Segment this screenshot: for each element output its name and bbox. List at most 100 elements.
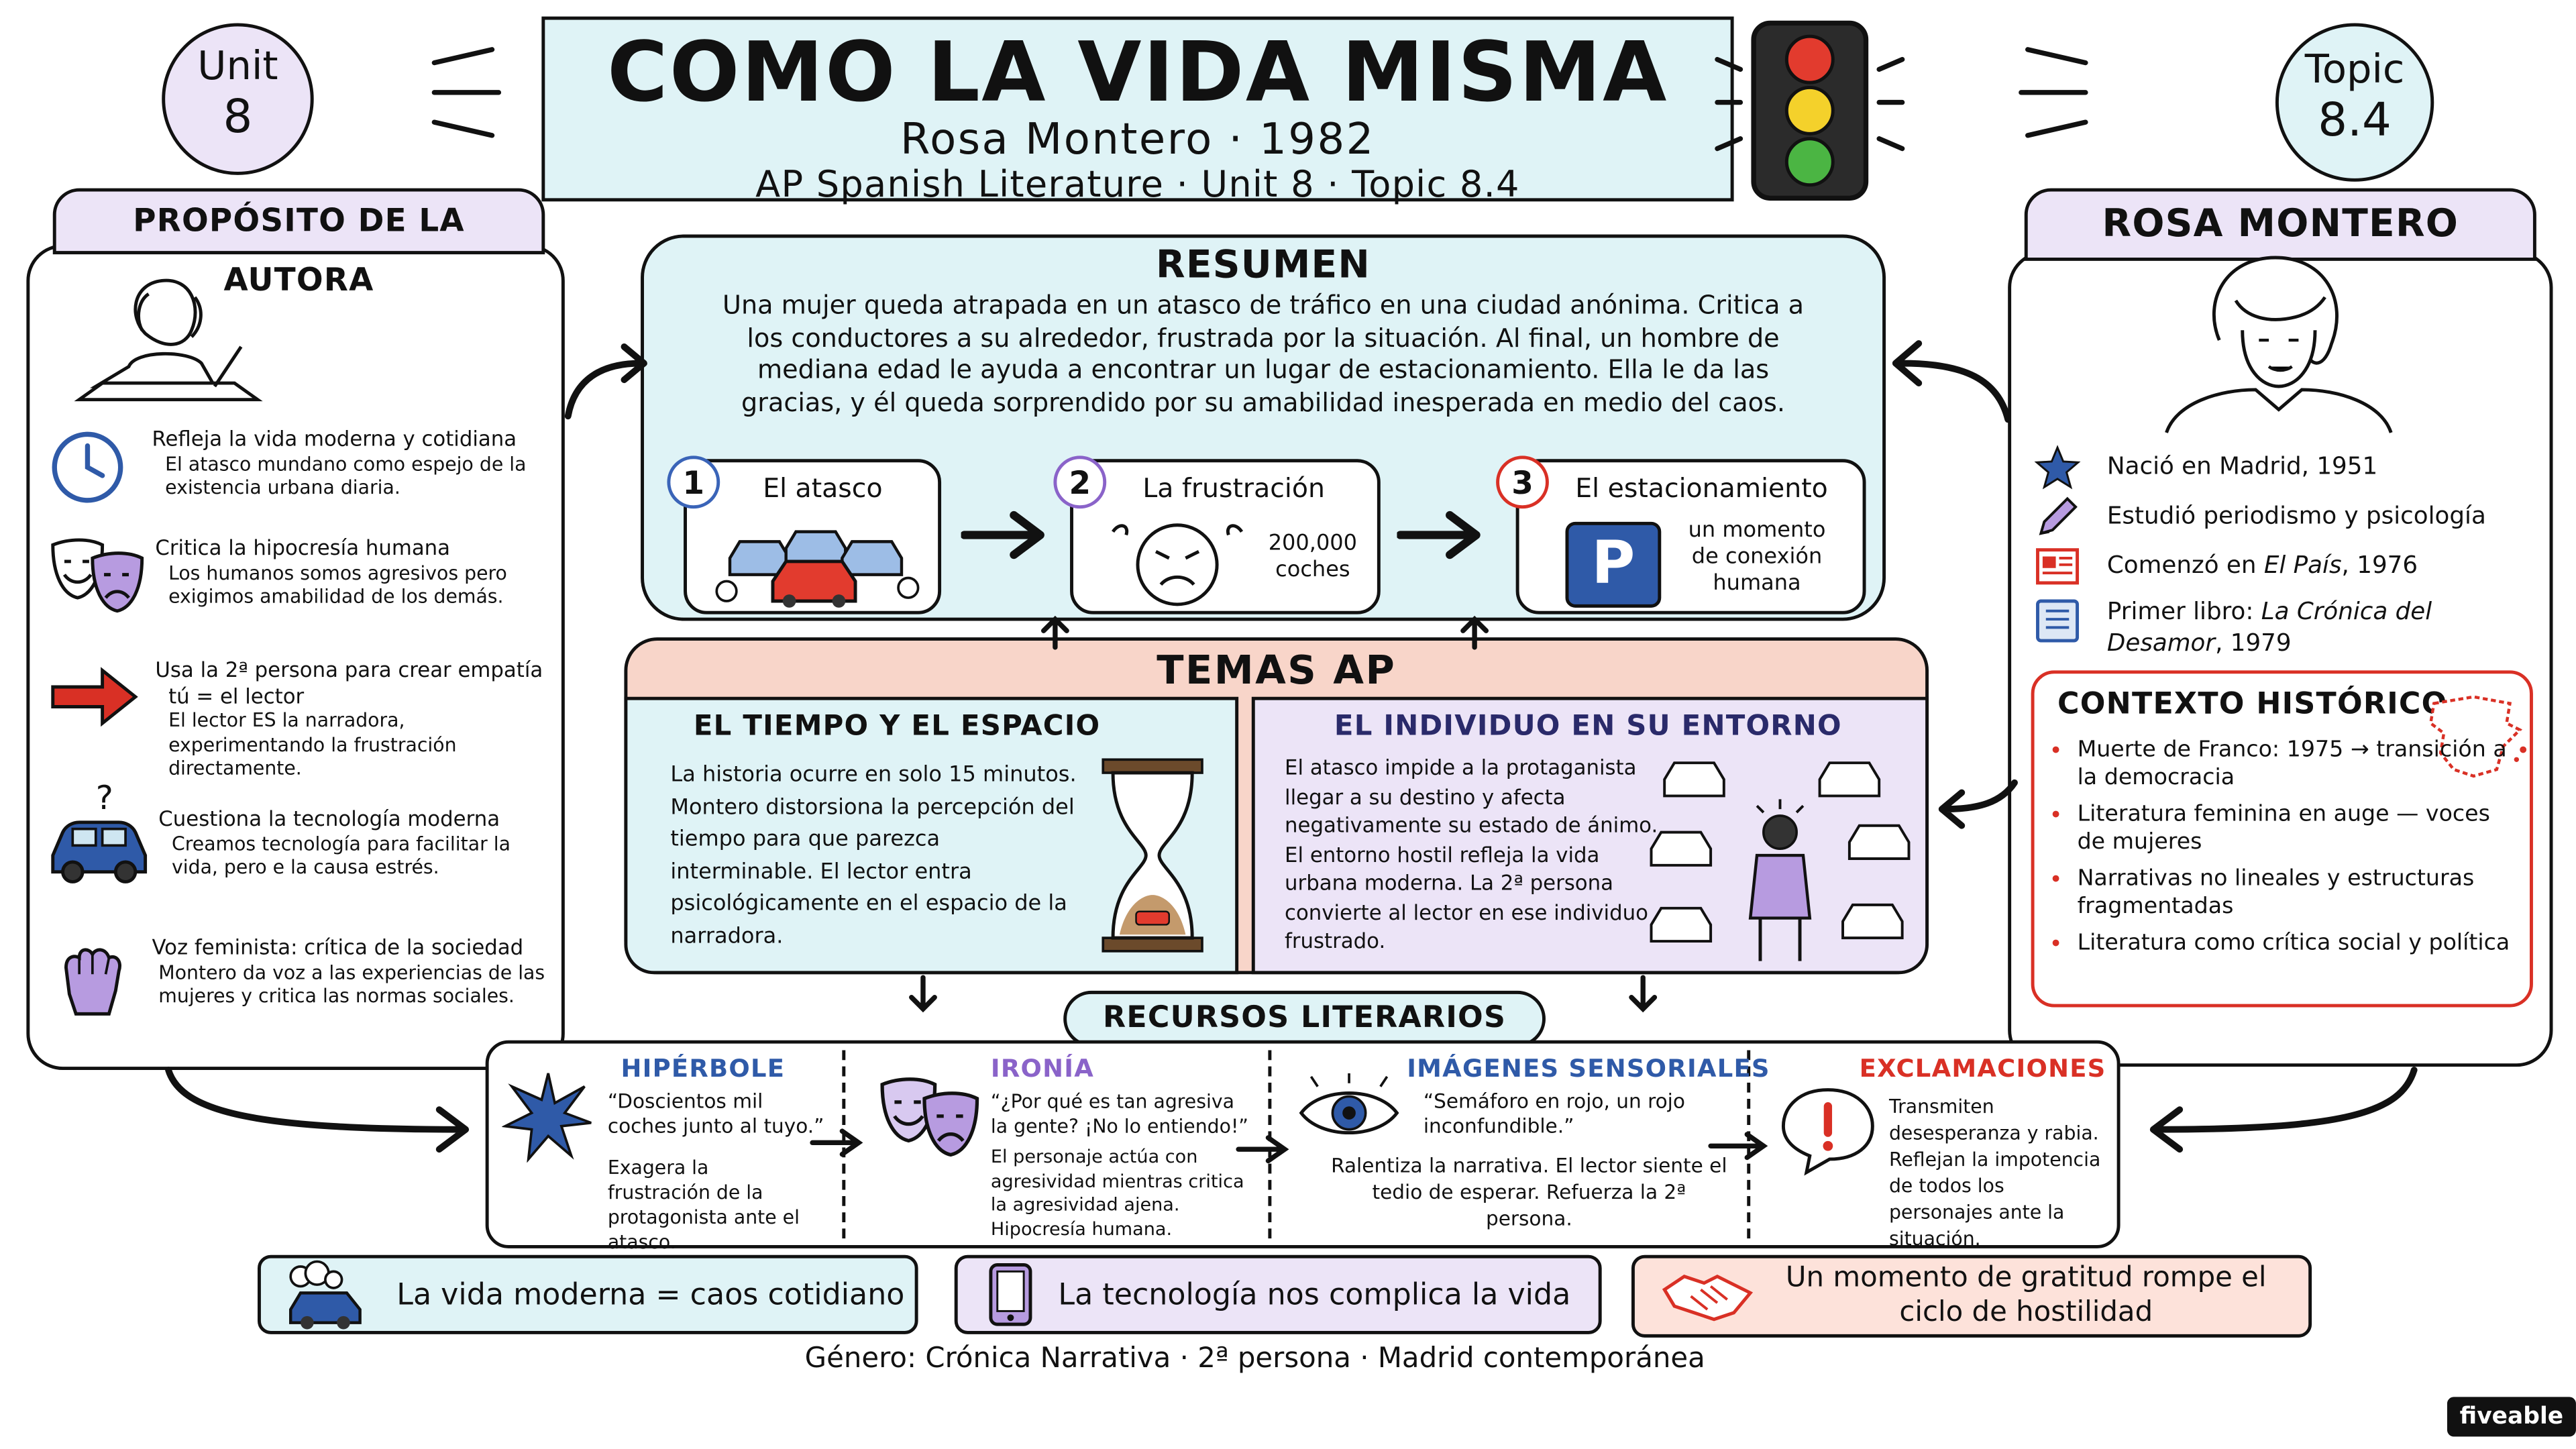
recurso-4-body: Transmiten desesperanza y rabia. Refleja…	[1888, 1094, 2101, 1250]
sparkle-lines-right	[2019, 47, 2088, 138]
recursos-title-pill: RECURSOS LITERARIOS	[1063, 990, 1546, 1047]
proposito-item-4-head: Cuestiona la tecnología moderna	[158, 806, 500, 831]
resumen-title: RESUMEN	[1156, 244, 1371, 288]
proposito-item-4: ? Cuestiona la tecnología moderna Creamo…	[46, 780, 551, 931]
recurso-3-body: Ralentiza la narrativa. El lector siente…	[1331, 1154, 1727, 1230]
proposito-item-2: Critica la hipocresía humana Los humanos…	[46, 535, 551, 654]
recurso-arrow-3	[1708, 1132, 1768, 1161]
topic-badge: Topic 8.4	[2275, 23, 2434, 182]
recurso-2-body: El personaje actúa con agresividad mient…	[990, 1146, 1244, 1240]
genre-line: Género: Crónica Narrativa · 2ª persona ·…	[804, 1342, 1705, 1376]
step-1-label: El atasco	[763, 472, 883, 504]
theme-pill-3: Un momento de gratitud rompe el ciclo de…	[1631, 1254, 2312, 1338]
pen-icon	[2039, 496, 2078, 535]
traffic-jam-icon	[715, 530, 920, 608]
rosa-fact-3-part-b: El País	[2263, 553, 2342, 580]
smartphone-icon	[989, 1263, 1032, 1326]
book-icon	[2036, 599, 2080, 643]
rosa-fact-3-text: Comenzó en El País, 1976	[2107, 553, 2418, 580]
theater-masks-icon	[51, 538, 144, 613]
writing-woman-icon	[74, 278, 263, 402]
exclamation-speech-icon	[1781, 1088, 1874, 1176]
recurso-3-title: IMÁGENES SENSORIALES	[1407, 1053, 1770, 1083]
recurso-arrow-2	[1236, 1135, 1289, 1164]
rosa-fact-4: Primer libro: La Crónica del Desamor, 19…	[2035, 598, 2540, 670]
theme-pill-1: La vida moderna = caos cotidiano	[257, 1254, 918, 1334]
proposito-item-3-body: El lector ES la narradora, experimentand…	[168, 708, 457, 780]
car-question-icon: ?	[51, 780, 148, 883]
proposito-item-5: Voz feminista: crítica de la sociedad Mo…	[46, 934, 551, 1067]
hourglass-icon	[1102, 758, 1203, 953]
step-1-number: 1	[667, 455, 720, 509]
rosa-fact-1-text: Nació en Madrid, 1951	[2106, 453, 2378, 481]
contexto-item-3: Narrativas no lineales y estructuras fra…	[2078, 865, 2524, 922]
star-icon	[2034, 445, 2081, 490]
person-surrounded-by-cars-icon	[1650, 761, 1911, 961]
proposito-item-4-body: Creamos tecnología para facilitar la vid…	[171, 831, 511, 879]
contexto-item-4: Literatura como crítica social y polític…	[2078, 930, 2524, 958]
proposito-item-5-body: Montero da voz a las experiencias de las…	[158, 960, 545, 1008]
rosa-title: ROSA MONTERO	[2102, 203, 2459, 246]
up-arrow-right	[1460, 615, 1489, 650]
recurso-1-quote: “Doscientos mil coches junto al tuyo.”	[607, 1089, 824, 1138]
step-2-label: La frustración	[1142, 472, 1325, 504]
parking-sign-icon: P	[1565, 521, 1662, 608]
proposito-item-3-head: Usa la 2ª persona para crear empatía	[155, 657, 543, 682]
step-2-box: La frustración 200,000 coches	[1070, 459, 1381, 614]
rosa-fact-1: Nació en Madrid, 1951	[2034, 443, 2540, 492]
connector-left-bottom	[165, 1067, 470, 1153]
svg-text:?: ?	[96, 780, 113, 817]
red-arrow-icon	[51, 667, 138, 727]
connector-right-middle	[1938, 779, 2018, 829]
angry-face-icon	[1112, 523, 1244, 606]
contexto-title: CONTEXTO HISTÓRICO	[2057, 686, 2448, 722]
temas-title: TEMAS AP	[1157, 647, 1397, 694]
raised-fist-icon	[64, 948, 121, 1016]
rosa-fact-3: Comenzó en El País, 1976	[2035, 541, 2540, 591]
rosa-fact-2-text: Estudió periodismo y psicología	[2106, 503, 2486, 531]
clock-icon	[52, 431, 123, 503]
proposito-item-1-body: El atasco mundano como espejo de la exis…	[165, 451, 527, 499]
step-3-note: un momento de conexión humana	[1688, 518, 1826, 596]
explosion-star-icon	[502, 1073, 592, 1163]
proposito-item-1: Refleja la vida moderna y cotidiana El a…	[46, 426, 551, 532]
proposito-title: PROPÓSITO DE LA AUTORA	[133, 203, 465, 299]
rosa-fact-3-part-a: Comenzó en	[2106, 553, 2264, 580]
newspaper-icon	[2036, 548, 2080, 585]
author-portrait-icon	[2165, 256, 2393, 433]
resumen-text: Una mujer queda atrapada en un atasco de…	[722, 290, 1805, 417]
topic-badge-label: Topic	[2304, 46, 2405, 93]
step-3-number: 3	[1496, 455, 1549, 509]
theme-pill-2-text: La tecnología nos complica la vida	[1058, 1277, 1571, 1312]
arrow-right-icon-2	[1397, 511, 1481, 559]
contexto-box: CONTEXTO HISTÓRICO Muerte de Franco: 197…	[2031, 670, 2533, 1008]
sparkle-lines-left	[431, 47, 502, 138]
proposito-item-2-body: Los humanos somos agresivos pero exigimo…	[168, 560, 507, 608]
rosa-title-tab: ROSA MONTERO	[2024, 188, 2536, 261]
fiveable-logo: fiveable	[2447, 1397, 2576, 1437]
rosa-fact-3-part-c: , 1976	[2341, 553, 2418, 580]
proposito-item-3: Usa la 2ª persona para crear empatía tú …	[46, 657, 551, 803]
theme-pill-2: La tecnología nos complica la vida	[954, 1254, 1602, 1334]
unit-badge-number: 8	[223, 89, 253, 144]
proposito-item-2-head: Critica la hipocresía humana	[155, 535, 451, 560]
theme-pill-1-text: La vida moderna = caos cotidiano	[396, 1277, 905, 1312]
tema-tiempo-title: EL TIEMPO Y EL ESPACIO	[693, 710, 1101, 743]
rosa-facts: Nació en Madrid, 1951 Estudió periodismo…	[2034, 443, 2540, 671]
handshake-icon	[1662, 1274, 1754, 1322]
rosa-fact-2: Estudió periodismo y psicología	[2035, 492, 2540, 542]
tema-individuo-box: EL INDIVIDUO EN SU ENTORNO El atasco imp…	[1251, 696, 1929, 975]
tema-individuo-text: El atasco impide a la protaganista llega…	[1285, 754, 1658, 953]
spain-map-icon	[2428, 695, 2527, 778]
author-year: Rosa Montero · 1982	[900, 115, 1375, 166]
rosa-fact-4-part-b: La Crónica del Desamor	[2106, 599, 2432, 657]
recursos-title: RECURSOS LITERARIOS	[1103, 1000, 1507, 1036]
recursos-divider-2	[1268, 1050, 1272, 1239]
recurso-2-quote: “¿Por qué es tan agresiva la gente? ¡No …	[990, 1089, 1248, 1137]
recurso-3-quote: “Semáforo en rojo, un rojo inconfundible…	[1423, 1089, 1685, 1138]
down-arrow-right	[1629, 975, 1658, 1013]
connector-right-bottom	[2149, 1067, 2418, 1153]
car-with-exhaust-icon	[289, 1260, 362, 1330]
step-2-number: 2	[1053, 455, 1107, 509]
recurso-1-body: Exagera la frustración de la protagonist…	[607, 1156, 800, 1254]
